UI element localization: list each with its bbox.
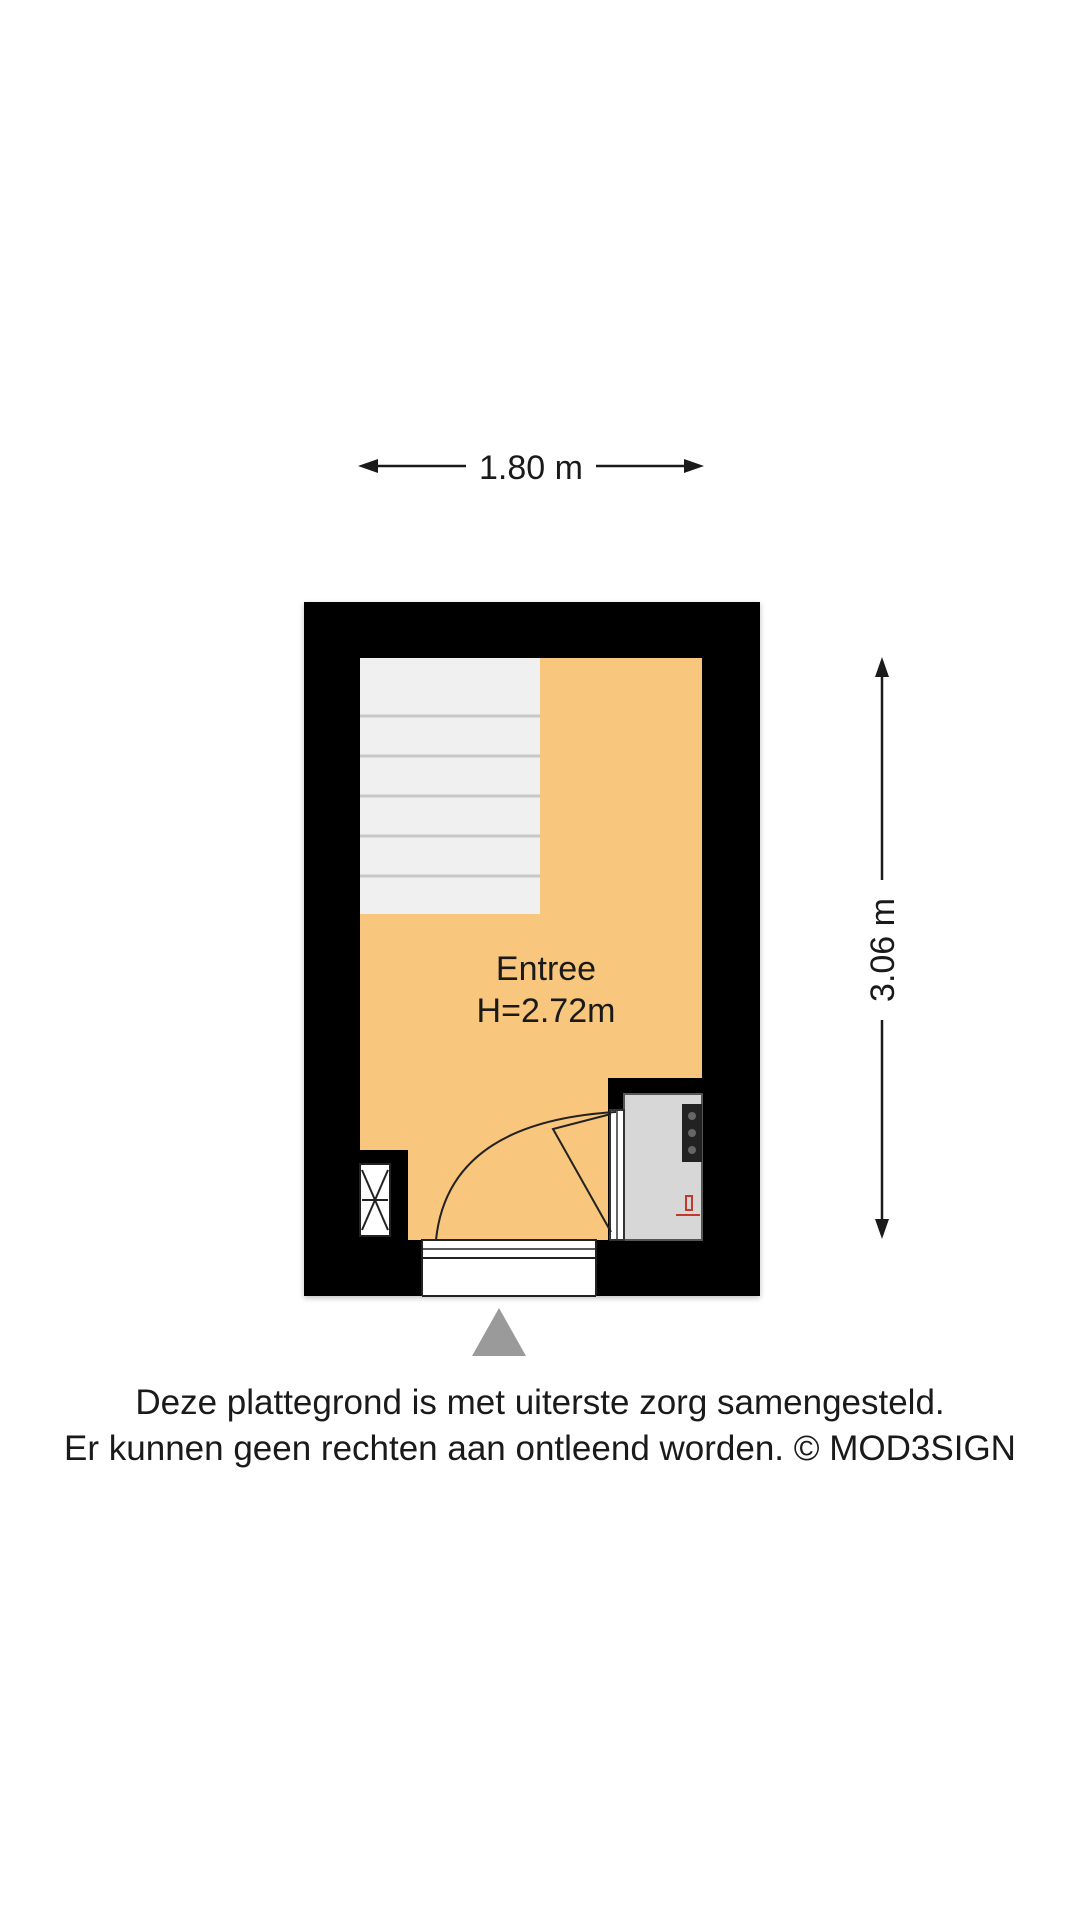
cabinet-door-swing bbox=[551, 1113, 612, 1233]
closet-left bbox=[359, 1163, 391, 1237]
room-name: Entree bbox=[496, 950, 596, 988]
disclaimer-line-2: Er kunnen geen rechten aan ontleend word… bbox=[64, 1429, 1016, 1468]
height-dimension: 3.06 m bbox=[864, 657, 902, 1239]
entrance-door-swing bbox=[435, 1111, 617, 1241]
room-ceiling-height: H=2.72m bbox=[477, 992, 616, 1030]
disclaimer: Deze plattegrond is met uiterste zorg sa… bbox=[0, 1380, 1080, 1472]
width-dimension-label: 1.80 m bbox=[479, 449, 583, 487]
entrance-door bbox=[421, 1239, 597, 1297]
entrance-marker-icon bbox=[472, 1308, 526, 1356]
height-dimension-label: 3.06 m bbox=[864, 898, 902, 1002]
width-dimension: 1.80 m bbox=[358, 449, 704, 487]
cabinet-door bbox=[609, 1109, 625, 1241]
staircase bbox=[360, 658, 540, 914]
disclaimer-line-1: Deze plattegrond is met uiterste zorg sa… bbox=[135, 1383, 945, 1422]
meter-cabinet bbox=[623, 1093, 703, 1241]
